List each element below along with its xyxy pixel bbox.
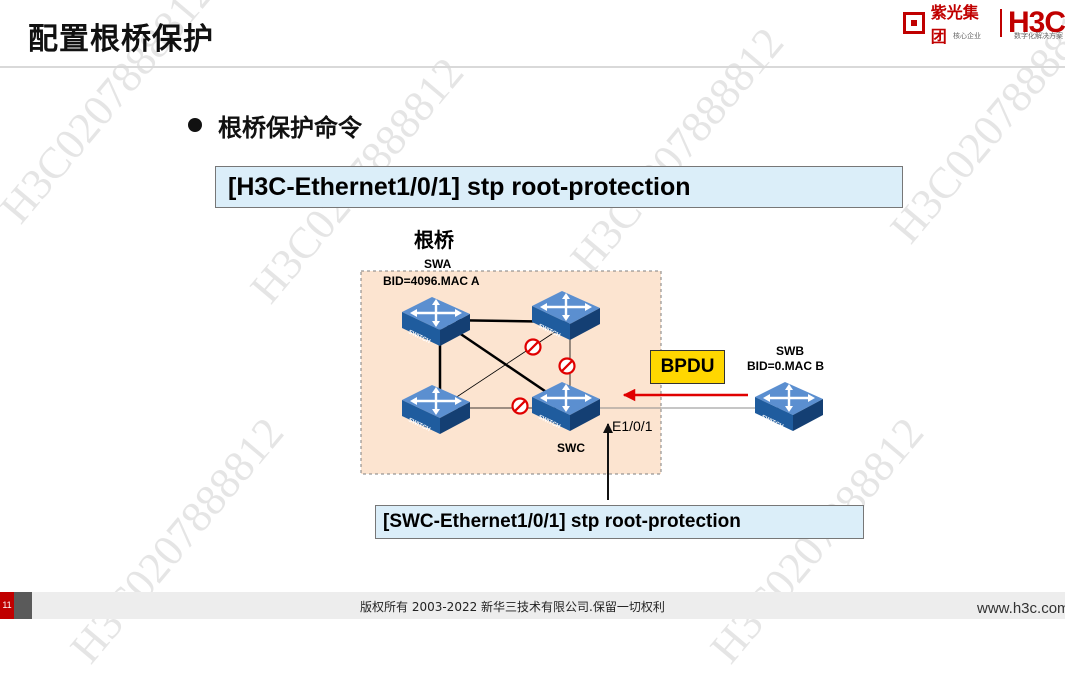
bullet-dot-icon — [188, 118, 202, 132]
footer-red-block — [0, 592, 14, 619]
logo-company-name: 紫光集团 — [930, 3, 979, 46]
logo-separator — [1000, 9, 1002, 37]
bullet-heading: 根桥保护命令 — [218, 114, 362, 142]
blocked-port-icon — [524, 338, 542, 356]
swa-bid-label: BID=4096.MAC A — [383, 274, 480, 288]
swb-bid-label: BID=0.MAC B — [747, 359, 825, 373]
page-title: 配置根桥保护 — [28, 22, 214, 57]
blocked-port-icon — [558, 357, 576, 375]
root-bridge-label: 根桥 — [414, 228, 454, 252]
footer-gray-block — [14, 592, 32, 619]
command-box-bottom: [SWC-Ethernet1/0/1] stp root-protection — [375, 505, 864, 539]
unigroup-logo-icon — [903, 12, 925, 34]
switch-swb-icon — [753, 380, 825, 433]
title-divider — [0, 66, 1065, 68]
swc-name-label: SWC — [557, 441, 585, 455]
bpdu-box: BPDU — [650, 350, 725, 384]
logo-brand-sub: 数字化解决方案 — [1014, 32, 1063, 40]
page-number: 11 — [2, 600, 12, 610]
company-logo: 紫光集团 核心企业 H3C 数字化解决方案 — [903, 3, 1065, 46]
website-link[interactable]: www.h3c.com — [977, 600, 1065, 617]
swb-name-label: SWB — [776, 344, 804, 358]
footer-bar — [0, 592, 1065, 619]
root-bridge-region — [360, 270, 662, 475]
link-bottom-left-top-right — [439, 321, 571, 409]
network-diagram: SWITCH SWITCH SWITCH SWITCH SWITCH — [360, 270, 825, 500]
swa-name-label: SWA — [424, 257, 452, 271]
logo-company-sub: 核心企业 — [953, 32, 981, 40]
blocked-port-icon — [511, 397, 529, 415]
copyright-text: 版权所有 2003-2022 新华三技术有限公司.保留一切权利 — [360, 600, 665, 614]
command-box-top: [H3C-Ethernet1/0/1] stp root-protection — [215, 166, 903, 208]
logo-brand: H3C — [1007, 6, 1065, 39]
port-label: E1/0/1 — [612, 418, 653, 434]
